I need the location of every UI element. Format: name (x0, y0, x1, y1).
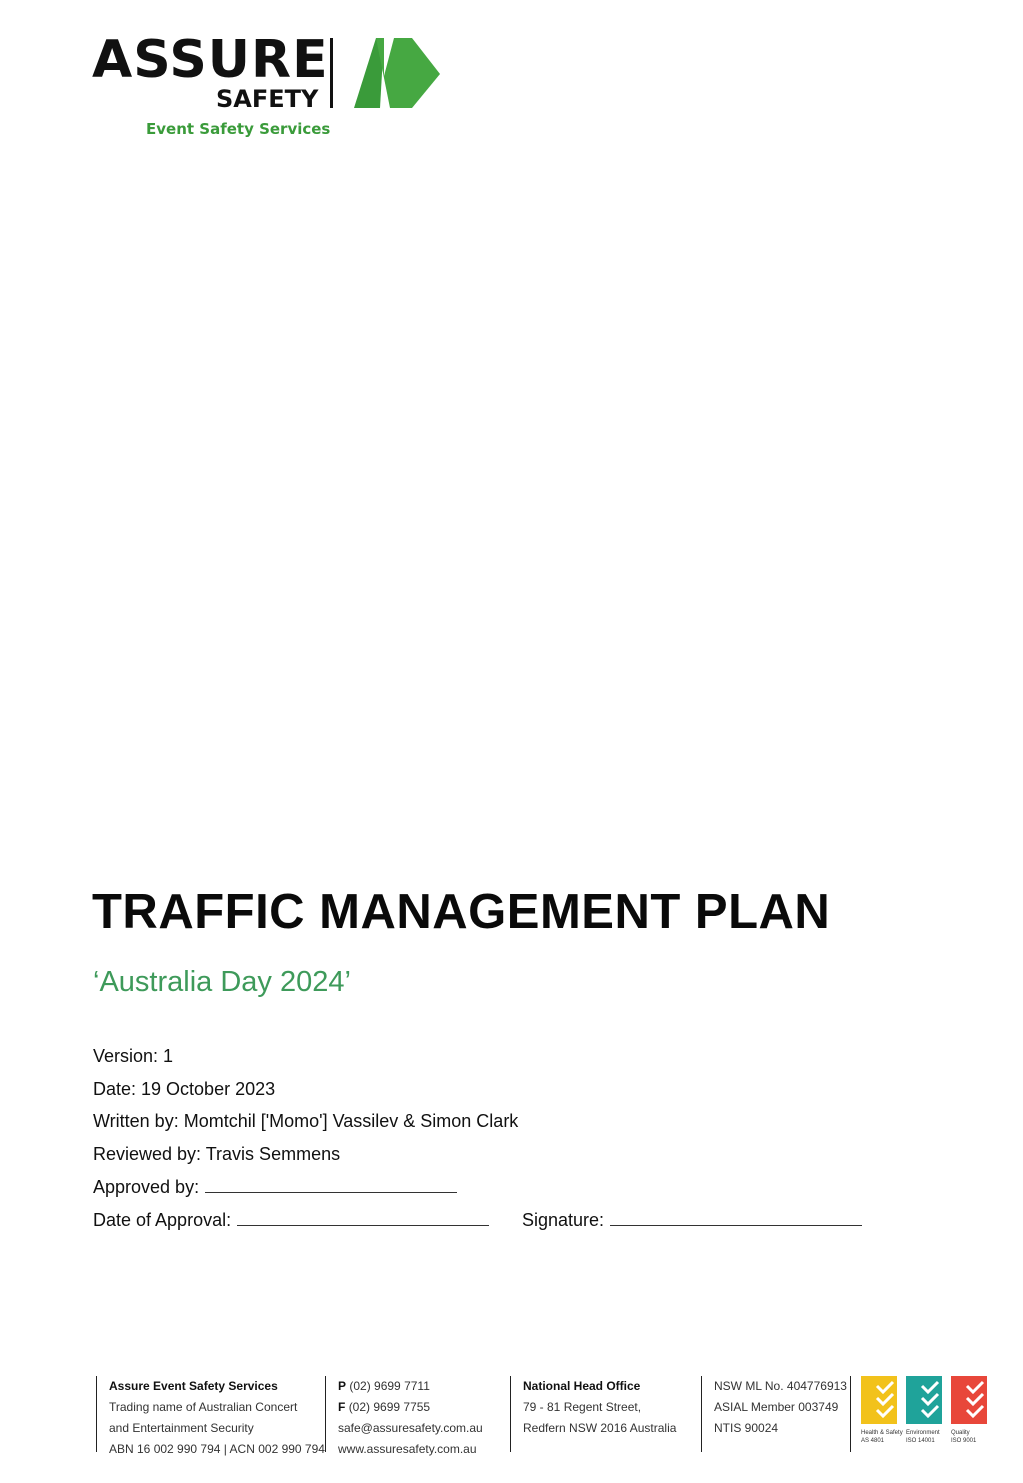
certification-badge-code: ISO 14001 (906, 1438, 935, 1444)
certification-badge-code: ISO 9001 (951, 1438, 977, 1444)
document-metadata: Version: 1 Date: 19 October 2023 Written… (93, 1046, 863, 1242)
written-by-line: Written by: Momtchil ['Momo'] Vassilev &… (93, 1111, 519, 1131)
certification-badge-code: AS 4801 (861, 1438, 885, 1444)
date-line: Date: 19 October 2023 (93, 1078, 276, 1099)
approval-date-line: Date of Approval: Signature: (93, 1209, 863, 1242)
fax-label: F (338, 1400, 346, 1414)
date-of-approval-label: Date of Approval: (93, 1209, 232, 1230)
footer-company-name: Assure Event Safety Services (109, 1379, 278, 1393)
company-logo: ASSURE SAFETY Event Safety Services (92, 34, 452, 144)
certification-badge-label: Quality (951, 1430, 970, 1436)
footer-office-line: Redfern NSW 2016 Australia (523, 1421, 677, 1435)
footer-website: www.assuresafety.com.au (338, 1442, 477, 1456)
footer-email: safe@assuresafety.com.au (338, 1421, 483, 1435)
footer-company-line: Trading name of Australian Concert (109, 1400, 298, 1414)
logo-sub-wordmark: SAFETY (216, 85, 319, 113)
footer-company: Assure Event Safety Services Trading nam… (96, 1376, 325, 1456)
footer-licences: NSW ML No. 404776913 ASIAL Member 003749… (701, 1376, 847, 1452)
phone-number: (02) 9699 7711 (349, 1379, 430, 1393)
date-of-approval-blank (237, 1209, 490, 1226)
logo-divider (330, 38, 333, 108)
licence-line: NTIS 90024 (714, 1421, 779, 1435)
certification-badge-label: Environment (906, 1430, 940, 1436)
certification-badge-label: Health & Safety (861, 1430, 903, 1436)
document-subtitle: ‘Australia Day 2024’ (93, 966, 351, 998)
document-title: TRAFFIC MANAGEMENT PLAN (92, 885, 831, 939)
logo-wordmark: ASSURE (92, 30, 329, 90)
approved-by-label: Approved by: (93, 1177, 200, 1197)
footer-office: National Head Office 79 - 81 Regent Stre… (510, 1376, 676, 1452)
signature-label: Signature: (522, 1209, 605, 1230)
signature-field: Signature: (522, 1209, 863, 1231)
reviewed-by-line: Reviewed by: Travis Semmens (93, 1143, 341, 1164)
version-line: Version: 1 (93, 1046, 174, 1066)
logo-arrow-icon (354, 38, 440, 108)
page-footer: Assure Event Safety Services Trading nam… (0, 1376, 1023, 1456)
approved-by-line: Approved by: (93, 1176, 518, 1209)
logo-tagline: Event Safety Services (146, 120, 331, 138)
footer-company-line: and Entertainment Security (109, 1421, 254, 1435)
phone-label: P (338, 1379, 347, 1393)
footer-company-line: ABN 16 002 990 794 | ACN 002 990 794 (109, 1442, 325, 1456)
approved-by-blank (205, 1176, 458, 1193)
certification-badge: Health & Safety AS 4801 (861, 1376, 903, 1444)
fax-number: (02) 9699 7755 (348, 1400, 431, 1414)
licence-line: ASIAL Member 003749 (714, 1400, 839, 1414)
signature-blank (610, 1209, 863, 1226)
licence-line: NSW ML No. 404776913 (714, 1379, 847, 1393)
footer-office-title: National Head Office (523, 1379, 641, 1393)
footer-contact: P (02) 9699 7711 F (02) 9699 7755 safe@a… (325, 1376, 483, 1456)
footer-office-line: 79 - 81 Regent Street, (523, 1400, 642, 1414)
